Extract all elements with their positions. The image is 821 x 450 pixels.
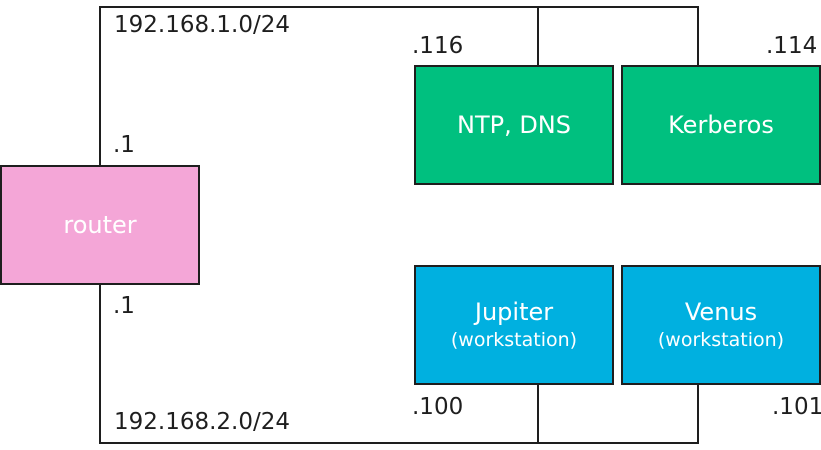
venus-workstation-box: Venus (workstation) [621, 265, 821, 385]
venus-address: .101 [772, 394, 821, 420]
venus-sublabel: (workstation) [657, 329, 785, 351]
router-top-address: .1 [113, 132, 135, 158]
bottom-network-line [99, 285, 699, 444]
kerberos-address: .114 [766, 33, 818, 59]
jupiter-workstation-box: Jupiter (workstation) [414, 265, 614, 385]
router-bottom-address: .1 [113, 293, 135, 319]
router-box: router [0, 165, 200, 285]
venus-label: Venus [684, 298, 758, 326]
ntp-dns-label: NTP, DNS [456, 111, 571, 139]
kerberos-server-box: Kerberos [621, 65, 821, 185]
jupiter-sublabel: (workstation) [450, 329, 578, 351]
bottom-network-label: 192.168.2.0/24 [114, 409, 291, 435]
top-network-label: 192.168.1.0/24 [114, 12, 291, 38]
kerberos-label: Kerberos [668, 111, 774, 139]
jupiter-address: .100 [412, 394, 464, 420]
router-label: router [63, 211, 137, 239]
top-network-line [99, 6, 699, 165]
ntp-dns-server-box: NTP, DNS [414, 65, 614, 185]
jupiter-label: Jupiter [474, 298, 554, 326]
ntp-dns-address: .116 [412, 33, 464, 59]
